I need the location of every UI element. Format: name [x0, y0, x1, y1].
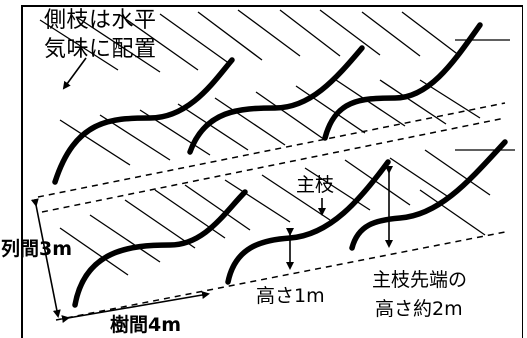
lower-row-side-branches	[59, 149, 515, 276]
diagram-frame	[21, 5, 523, 338]
side-branch-pointer-arrow	[62, 57, 87, 90]
tree-spacing-arrow	[61, 291, 210, 323]
upper-row-side-branches	[39, 9, 510, 166]
tip-height-label-line-2: 高さ約2m	[375, 298, 463, 320]
height-1m-label: 高さ1m	[256, 285, 325, 307]
row-spacing-label: 列間3m	[1, 238, 73, 260]
tree-spacing-label: 樹間4m	[110, 314, 182, 336]
upper-row-bottom-boundary	[41, 117, 506, 213]
upper-row-top-boundary	[37, 102, 506, 198]
row-spacing-arrow	[30, 198, 61, 318]
upper-row-main-branches	[52, 22, 483, 185]
title-line-2: 気味に配置	[44, 37, 157, 62]
main-branch-label: 主枝	[296, 174, 335, 196]
title-line-1: 側枝は水平	[44, 8, 157, 33]
tip-height-label-line-1: 主枝先端の	[372, 269, 468, 291]
